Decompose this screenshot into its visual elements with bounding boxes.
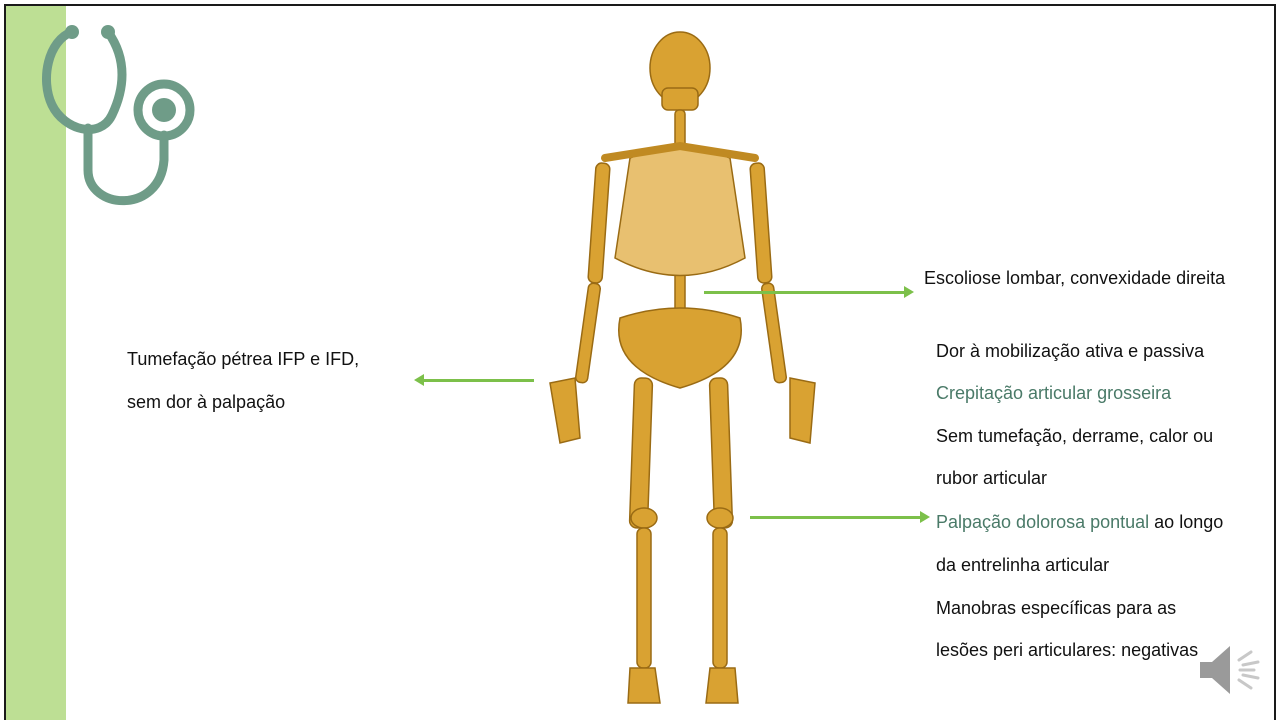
annotation-knee-line5-rest: ao longo <box>1149 512 1223 532</box>
skeleton-illustration <box>520 28 850 708</box>
stethoscope-icon <box>30 20 205 215</box>
annotation-hand-line2: sem dor à palpação <box>127 392 285 413</box>
annotation-knee-line3: Sem tumefação, derrame, calor ou <box>936 426 1213 447</box>
arrow-to-hand-annotation <box>422 379 534 382</box>
annotation-knee-line4: rubor articular <box>936 468 1047 489</box>
arrow-to-knee-annotation <box>750 516 922 519</box>
annotation-knee-line5: Palpação dolorosa pontual ao longo <box>936 512 1223 533</box>
annotation-knee-line1: Dor à mobilização ativa e passiva <box>936 341 1204 362</box>
annotation-knee-line7: Manobras específicas para as <box>936 598 1176 619</box>
annotation-knee-line2: Crepitação articular grosseira <box>936 383 1171 404</box>
annotation-knee-line8: lesões peri articulares: negativas <box>936 640 1198 661</box>
arrow-to-spine-annotation <box>704 291 906 294</box>
speaker-icon[interactable] <box>1196 640 1266 700</box>
annotation-knee-line6: da entrelinha articular <box>936 555 1109 576</box>
annotation-spine: Escoliose lombar, convexidade direita <box>924 268 1225 289</box>
annotation-knee-highlight: Palpação dolorosa pontual <box>936 512 1149 532</box>
annotation-hand-line1: Tumefação pétrea IFP e IFD, <box>127 349 359 370</box>
